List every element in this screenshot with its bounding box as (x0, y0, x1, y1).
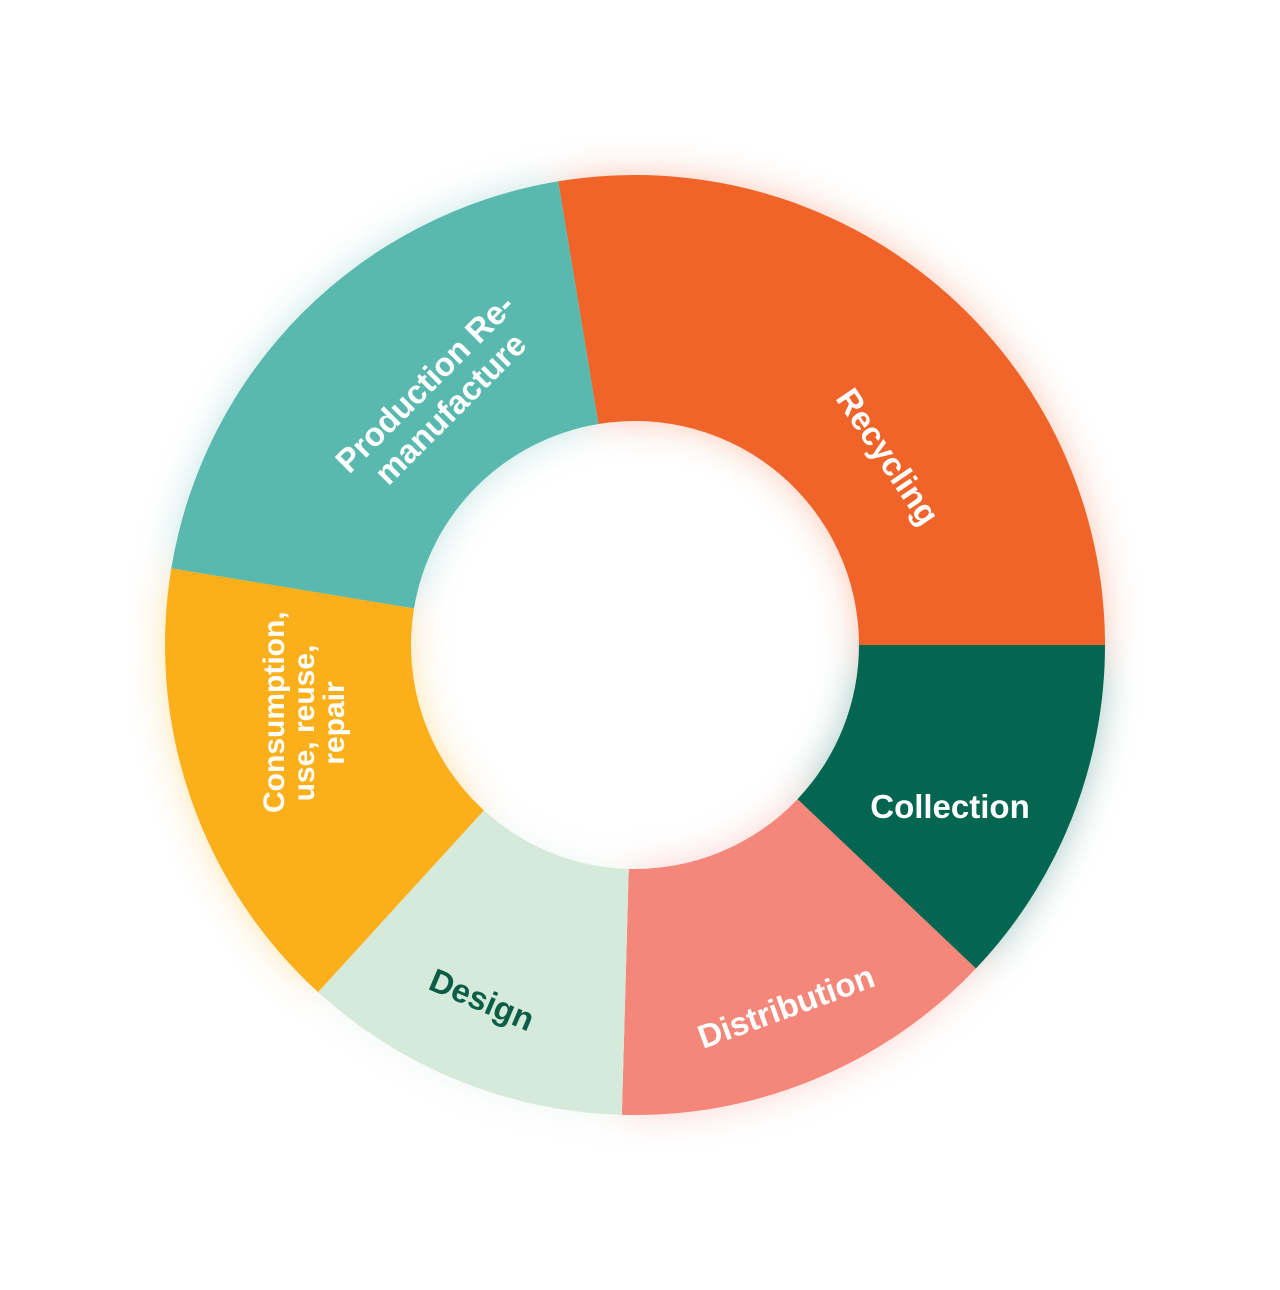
slice-collection (797, 645, 1105, 969)
slice-recycling (558, 175, 1105, 645)
label-line: use, reuse, (288, 644, 321, 802)
label-line: Consumption, (258, 611, 291, 813)
slice-label-consumption: Consumption, use, reuse, repair (258, 611, 351, 813)
label-line: repair (318, 681, 351, 765)
slice-consumption (164, 568, 484, 993)
slice-label-collection: Collection (870, 788, 1030, 825)
slice-distribution (621, 799, 976, 1115)
slice-production (171, 181, 599, 609)
slice-design (318, 810, 629, 1115)
